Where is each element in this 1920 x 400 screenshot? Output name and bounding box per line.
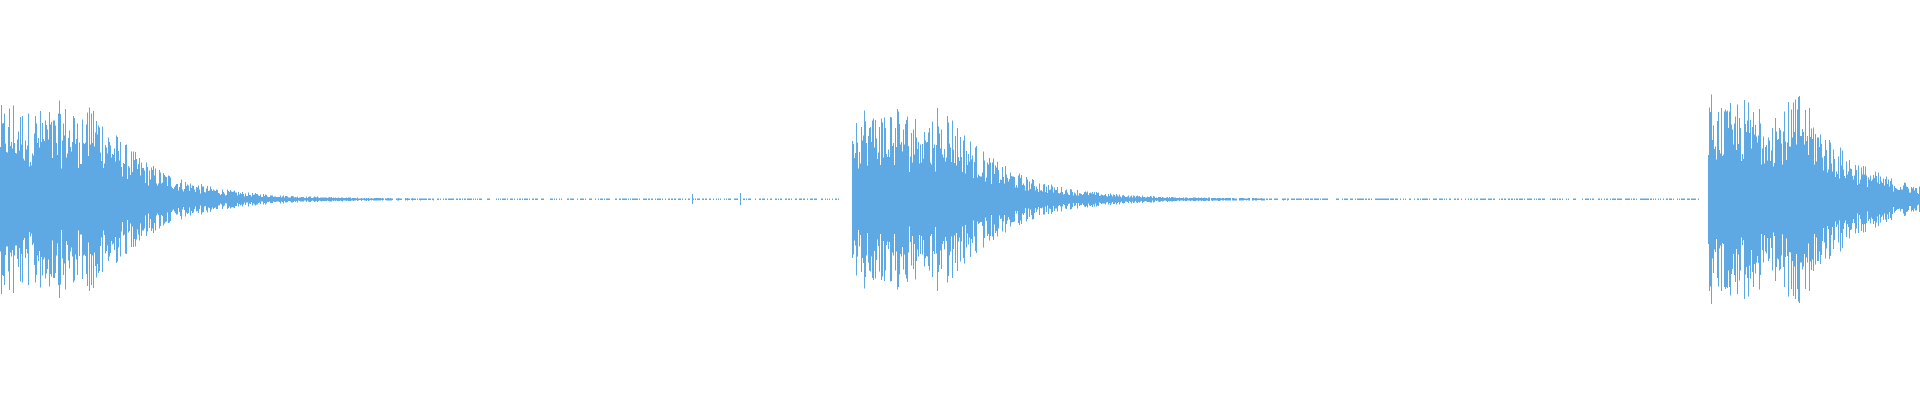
waveform-path [0,94,1920,305]
waveform-samples [0,94,1920,305]
